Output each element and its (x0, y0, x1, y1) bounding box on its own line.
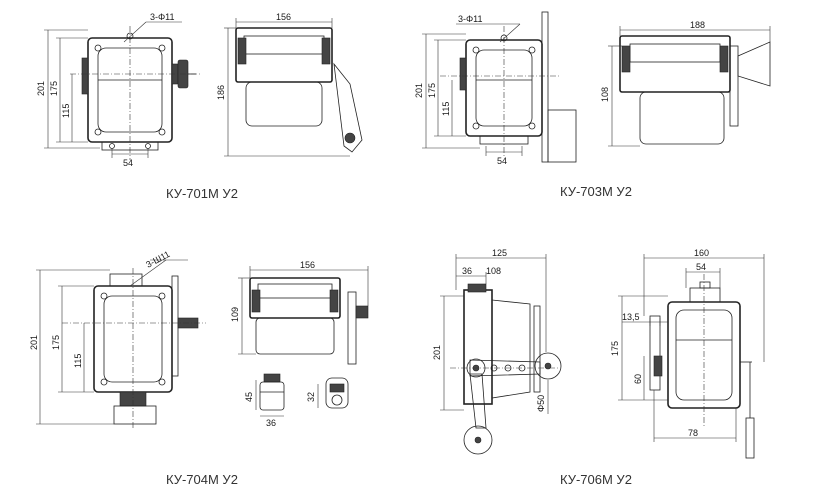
ku706-dim-13-5: 13,5 (622, 312, 640, 322)
ku701-hole-label: 3-Φ11 (150, 12, 175, 22)
ku703-dim-175: 175 (427, 83, 437, 98)
ku706-dim-160: 160 (694, 248, 709, 258)
ku703-gear-box (547, 109, 577, 163)
ku704-gland-b: 32 (306, 377, 349, 409)
ku703-hole-label: 3-Φ11 (458, 14, 483, 24)
ku704-hole-label: 3-Ш11 (144, 249, 171, 270)
ku703-dim-54: 54 (497, 156, 507, 166)
ku703-side-housing (619, 35, 731, 93)
ku706-caption: КУ-706М У2 (560, 472, 632, 487)
ku706-dim-201: 201 (432, 345, 442, 360)
ku701-left-lug (81, 57, 89, 95)
ku706-dim-175: 175 (610, 341, 620, 356)
ku706-dim-50: Φ50 (536, 395, 546, 412)
ku704-gland-a: 45 36 (244, 373, 285, 428)
ku704-caption: КУ-704М У2 (166, 472, 238, 487)
ku706-dim-60: 60 (633, 374, 643, 384)
ku701-dim-156: 156 (276, 12, 291, 22)
ku703-dim-108: 108 (600, 87, 610, 102)
ku701-dim-115: 115 (61, 104, 71, 118)
ku701-dim-54: 54 (123, 158, 133, 168)
ku706-side-view: 125 36 108 201 Φ50 (432, 248, 562, 455)
ku704-side-view: 156 109 45 36 32 (230, 260, 369, 428)
ku704-front-view: 3-Ш11 201 175 115 (29, 249, 206, 430)
ku706-lever-arm (469, 359, 541, 377)
ku704-dim-201: 201 (29, 335, 39, 350)
ku706-front-view: 160 54 13,5 175 60 78 (610, 248, 765, 459)
ku706-dim-108: 108 (486, 266, 501, 276)
ku703-caption: КУ-703М У2 (560, 184, 632, 199)
ku706-roller-right (534, 352, 562, 380)
ku703-flange (737, 41, 771, 87)
ku706-dim-36: 36 (462, 266, 472, 276)
ku703-mount-plate (541, 11, 549, 163)
ku704-dim-175: 175 (51, 335, 61, 350)
ku701-lever (333, 62, 363, 153)
ku701-dim-201: 201 (36, 81, 46, 96)
ku701-dim-186: 186 (216, 85, 226, 100)
ku701-caption: КУ-701М У2 (166, 186, 238, 201)
ku703-dim-201: 201 (414, 83, 424, 98)
ku703-housing (465, 39, 543, 137)
ku703-dim-188: 188 (690, 20, 705, 30)
ku706-dim-125: 125 (492, 248, 507, 258)
ku704-top-bracket (109, 273, 143, 287)
ku704-dim-36: 36 (266, 418, 276, 428)
ku706-housing-side (463, 289, 493, 405)
ku701-side-view: 156 186 (216, 12, 363, 157)
ku701-front-view: 3-Φ11 201 175 115 54 (36, 12, 200, 168)
ku706-dim-54: 54 (696, 262, 706, 272)
ku704-dim-109: 109 (230, 307, 240, 322)
ku706-handle (745, 417, 755, 459)
ku704-dim-45: 45 (244, 392, 254, 402)
ku706-dim-78: 78 (688, 428, 698, 438)
ku704-dim-115: 115 (73, 354, 83, 368)
ku704-dim-32: 32 (306, 392, 316, 402)
ku703-front-view: 3-Φ11 201 175 115 54 (414, 11, 577, 166)
ku703-dim-115: 115 (441, 102, 451, 116)
ku703-side-view: 188 108 (600, 20, 771, 147)
ku701-dim-175: 175 (49, 81, 59, 96)
ku706-roller-bottom (463, 425, 493, 455)
ku704-dim-156: 156 (300, 260, 315, 270)
